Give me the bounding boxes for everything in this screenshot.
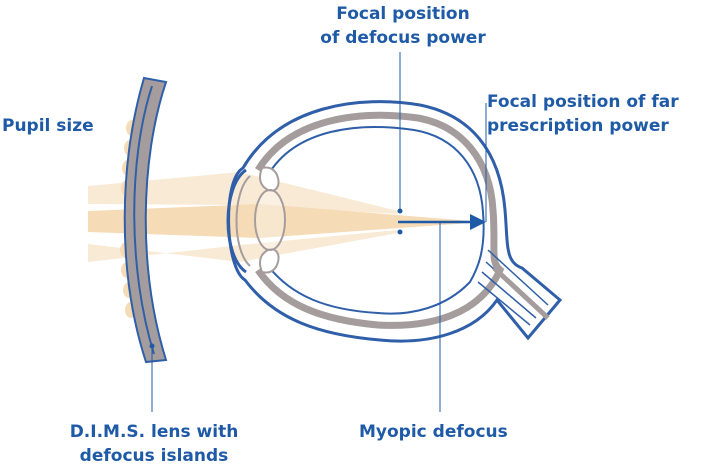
eye-retina — [267, 126, 485, 315]
lower-defocus-beam — [88, 230, 398, 262]
optic-nerve-fiber-3 — [481, 271, 537, 319]
iris-upper — [259, 166, 280, 192]
crystalline-lens — [254, 189, 286, 251]
dims-spectacle-lens — [120, 76, 168, 364]
eye-gray-layer — [255, 111, 505, 329]
dims-lens-label: D.I.M.S. lens with defocus islands — [69, 422, 239, 466]
defocus-focal-point-lower — [397, 229, 403, 235]
central-light-beam — [88, 204, 484, 238]
spectacle-lens-inner-edge — [133, 85, 155, 355]
optic-nerve-fiber-1 — [487, 249, 549, 306]
focal-defocus-power-label: Focal position of defocus power — [320, 4, 486, 48]
focal-arrow-head — [470, 214, 486, 230]
myopic-defocus-label: Myopic defocus — [359, 422, 508, 442]
optic-nerve-fiber-4 — [477, 281, 531, 326]
eyeball — [227, 100, 563, 343]
dims-lens-leader-dot — [149, 343, 155, 349]
cornea-inner — [235, 175, 251, 267]
defocus-focal-point-upper — [397, 208, 403, 214]
spectacle-lens-body — [123, 76, 168, 364]
cornea — [226, 168, 247, 274]
optic-nerve-gray — [492, 266, 550, 320]
upper-defocus-beam — [88, 172, 398, 214]
pupil-size-label: Pupil size — [2, 116, 94, 136]
focal-far-prescription-label: Focal position of far prescription power — [487, 92, 679, 136]
eye-outer-outline — [227, 100, 563, 343]
iris-lower — [259, 248, 280, 274]
